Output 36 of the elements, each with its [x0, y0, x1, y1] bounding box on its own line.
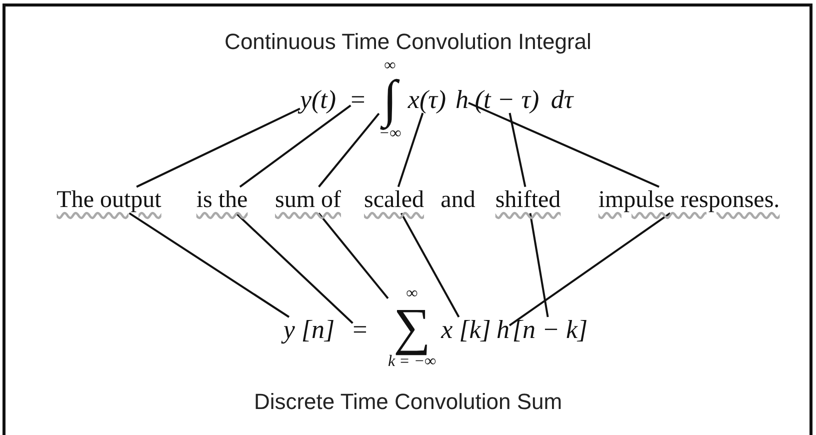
leader-line [508, 212, 671, 326]
heading: Continuous Time Convolution Integral [224, 29, 592, 55]
formula-term: x [k] [441, 317, 491, 343]
caption: Discrete Time Convolution Sum [254, 389, 562, 415]
phrase-word: and [440, 186, 476, 214]
leader-line [136, 108, 300, 188]
leader-line [397, 112, 424, 188]
leader-line [318, 212, 389, 300]
summation-sign: ∑ [393, 302, 431, 354]
leader-line [508, 112, 526, 188]
leader-line [468, 102, 660, 188]
formula-term: h [456, 87, 468, 113]
leader-line [239, 104, 352, 188]
phrase: shifted [495, 186, 561, 214]
leader-line [529, 213, 549, 318]
formula-term: y [n] [283, 317, 335, 343]
upper-limit: ∞ [384, 58, 396, 74]
formula-term: h [496, 317, 510, 343]
phrase: The output [56, 186, 162, 214]
formula-term: x(τ) [408, 87, 446, 113]
phrase: scaled [364, 186, 424, 214]
leader-line [400, 212, 460, 318]
leader-line [318, 112, 380, 188]
formula-term: dτ [550, 87, 574, 113]
formula-term: (t − τ) [474, 87, 540, 113]
equals-sign: = [352, 317, 368, 343]
phrase: is the [196, 186, 248, 214]
phrase: sum of [275, 186, 341, 214]
leader-line [128, 212, 290, 318]
formula-term: [n − k] [512, 317, 588, 343]
equals-sign: = [350, 87, 366, 113]
formula-term: y(t) [300, 87, 336, 113]
leader-line [235, 212, 354, 324]
phrase: impulse responses. [598, 186, 780, 214]
upper-limit: ∞ [406, 286, 418, 302]
lower-limit: k = −∞ [388, 354, 436, 370]
